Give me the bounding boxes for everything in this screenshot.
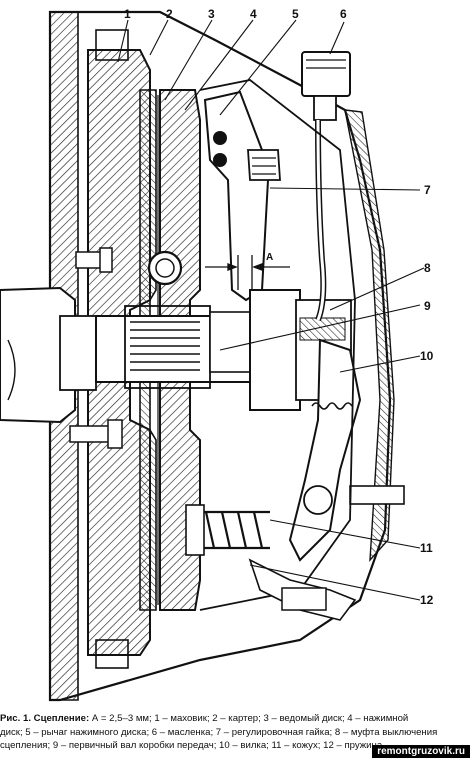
watermark: remontgruzovik.ru: [372, 745, 470, 758]
callout-5: 5: [292, 7, 299, 21]
callout-1: 1: [124, 7, 131, 21]
callout-12: 12: [420, 593, 434, 607]
figure-caption: Рис. 1. Сцепление: А = 2,5–3 мм; 1 – мах…: [0, 712, 474, 762]
lower-clamp: [281, 587, 327, 611]
grease-cup-neck: [313, 95, 337, 121]
callout-3: 3: [208, 7, 215, 21]
bolt-lower-head: [107, 419, 123, 449]
pressure-spring: [200, 510, 270, 550]
flywheel-rim: [95, 29, 129, 61]
bolt-upper-head: [99, 247, 113, 273]
crankshaft: [0, 286, 76, 424]
release-sleeve: [249, 289, 301, 411]
callout-2: 2: [166, 7, 173, 21]
shaft-end: [209, 311, 251, 373]
callout-4: 4: [250, 7, 257, 21]
dimension-label: A: [266, 252, 273, 263]
caption-line-3: сцепления; 9 – первичный вал коробки пер…: [0, 740, 383, 751]
lever-pin-2: [213, 153, 227, 167]
bolt-lower: [69, 425, 111, 443]
housing-right-wall: [344, 109, 395, 562]
flywheel-bolts: [69, 247, 123, 449]
grease-cup: [301, 51, 351, 97]
callout-8: 8: [424, 261, 431, 275]
flywheel-rim-bottom: [95, 639, 129, 669]
caption-line-2: диск; 5 – рычаг нажимного диска; 6 – мас…: [0, 726, 438, 738]
damper-spring: [147, 250, 183, 286]
caption-line-1: Рис. 1. Сцепление: А = 2,5–3 мм; 1 – мах…: [0, 712, 474, 726]
caption-title: 1. Сцепление:: [22, 713, 90, 724]
caption-text-1: А = 2,5–3 мм; 1 – маховик; 2 – картер; 3…: [91, 713, 409, 724]
fork-bolt: [349, 485, 405, 505]
caption-lead: Рис.: [0, 713, 21, 724]
bearing-hatch: [299, 317, 346, 341]
shaft-splines: [130, 321, 200, 371]
crank-flange: [59, 315, 97, 391]
lever-pin-1: [213, 131, 227, 145]
callout-6: 6: [340, 7, 347, 21]
dimension-a: [205, 255, 290, 290]
callout-7: 7: [424, 183, 431, 197]
spring-cup: [185, 504, 205, 556]
callout-11: 11: [420, 541, 433, 555]
adjusting-nut: [247, 149, 281, 181]
fork-pivot: [303, 485, 333, 515]
crankshaft-shade: [7, 339, 16, 401]
clutch-diagram: A 1 2 3 4 5 6 7 8: [0, 7, 434, 702]
callout-9: 9: [424, 299, 431, 313]
fork-spring: [311, 402, 353, 410]
leader-lines: [117, 19, 425, 601]
callout-10: 10: [420, 349, 434, 363]
